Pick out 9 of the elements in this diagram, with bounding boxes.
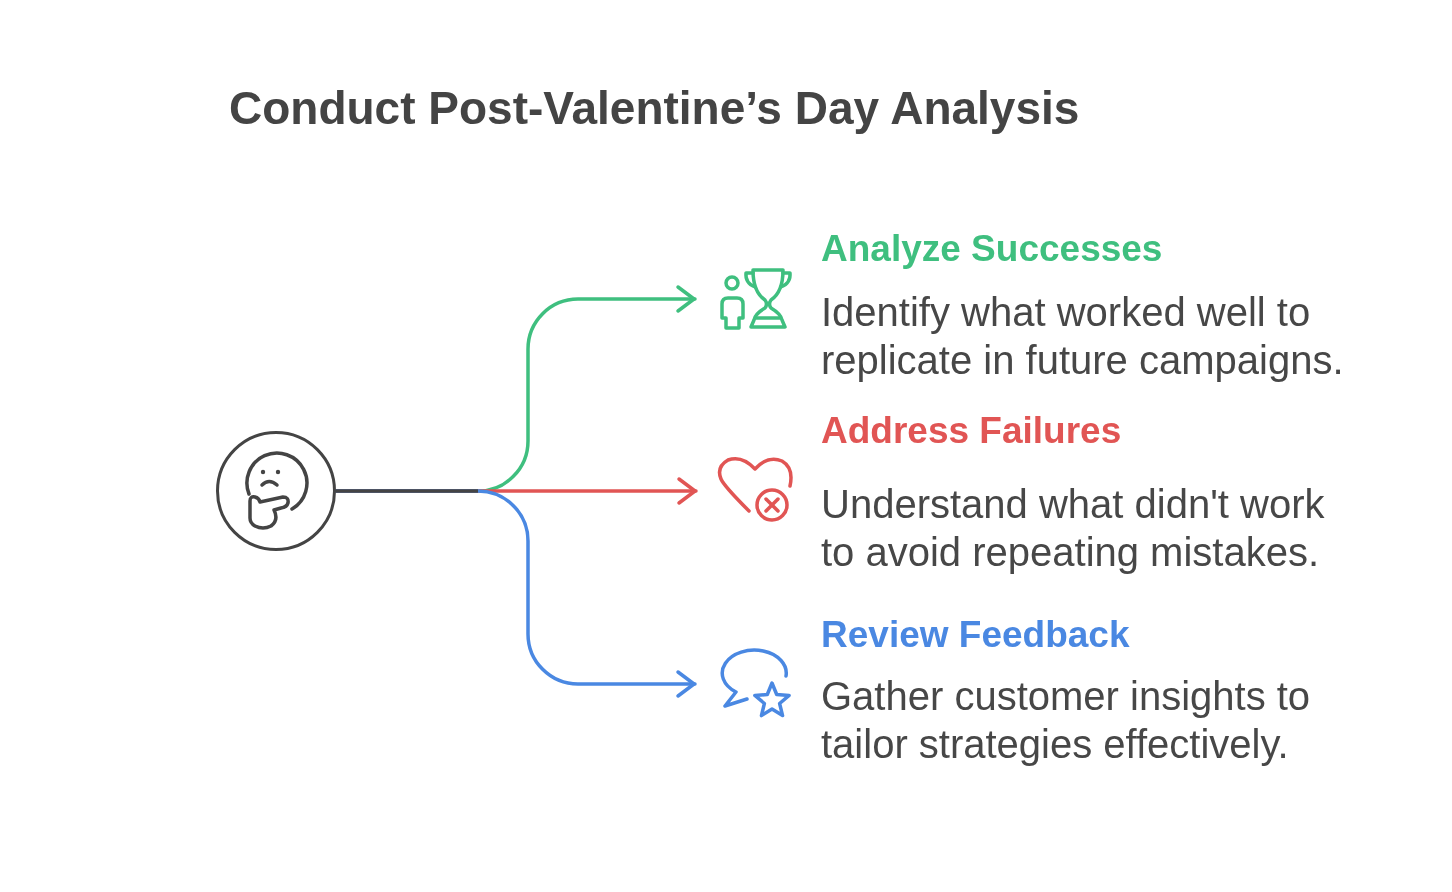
step-description: Identify what worked well to replicate in future campaigns. [821,289,1345,384]
connector-trunk [336,489,478,493]
step-heading: Review Feedback [821,614,1130,656]
step-description: Gather customer insights to tailor strategies effectively. [821,673,1312,768]
diagram-title: Conduct Post-Valentine’s Day Analysis [229,81,1080,136]
step-description: Understand what didn't work to avoid repeating mistakes. [821,481,1326,576]
step-heading: Address Failures [821,410,1122,452]
step-heading: Analyze Successes [821,228,1163,270]
circle-node [216,431,336,551]
